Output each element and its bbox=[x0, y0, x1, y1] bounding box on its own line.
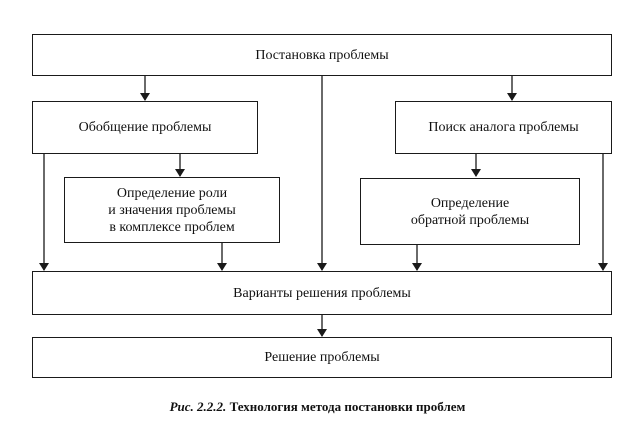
problem-statement-box: Постановка проблемы bbox=[32, 34, 612, 76]
inverse-problem-box: Определение обратной проблемы bbox=[360, 178, 580, 245]
role-definition-label: Определение роли и значения проблемы в к… bbox=[108, 185, 236, 235]
figure-caption-text: Технология метода постановки проблем bbox=[229, 399, 466, 414]
figure-caption: Рис. 2.2.2. Технология метода постановки… bbox=[0, 399, 635, 415]
role-definition-box: Определение роли и значения проблемы в к… bbox=[64, 177, 280, 243]
analog-search-label: Поиск аналога проблемы bbox=[428, 120, 579, 135]
figure-number: Рис. 2.2.2. bbox=[169, 399, 227, 414]
solution-variants-label: Варианты решения проблемы bbox=[233, 285, 411, 301]
generalization-box: Обобщение проблемы bbox=[32, 101, 258, 154]
generalization-label: Обобщение проблемы bbox=[78, 120, 212, 135]
inverse-problem-label: Определение обратной проблемы bbox=[410, 195, 530, 228]
problem-statement-label: Постановка проблемы bbox=[255, 47, 389, 63]
analog-search-box: Поиск аналога проблемы bbox=[395, 101, 612, 154]
solution-box: Решение проблемы bbox=[32, 337, 612, 378]
solution-label: Решение проблемы bbox=[264, 350, 380, 365]
solution-variants-box: Варианты решения проблемы bbox=[32, 271, 612, 315]
